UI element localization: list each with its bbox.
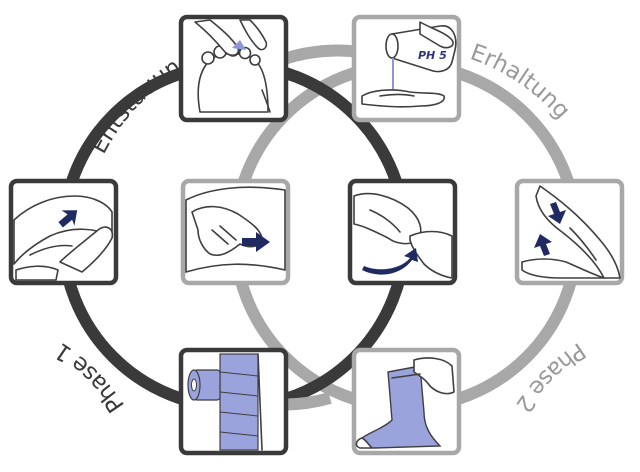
bottle-label: PH 5 <box>418 49 447 62</box>
leg-massage-push-icon <box>8 178 119 286</box>
compression-bandage-icon <box>178 347 289 456</box>
leg-exercise-icon <box>514 178 625 286</box>
label-phase-2: Phase 2 <box>510 337 590 417</box>
lymph-drainage-thigh-icon <box>180 178 291 286</box>
circular-massage-icon <box>347 178 458 286</box>
compression-stocking-icon <box>351 347 462 456</box>
label-phase-1: Phase 1 <box>50 337 130 417</box>
skin-care-bottle-icon: PH 5 <box>351 14 462 123</box>
foot-care-icon <box>178 14 289 123</box>
